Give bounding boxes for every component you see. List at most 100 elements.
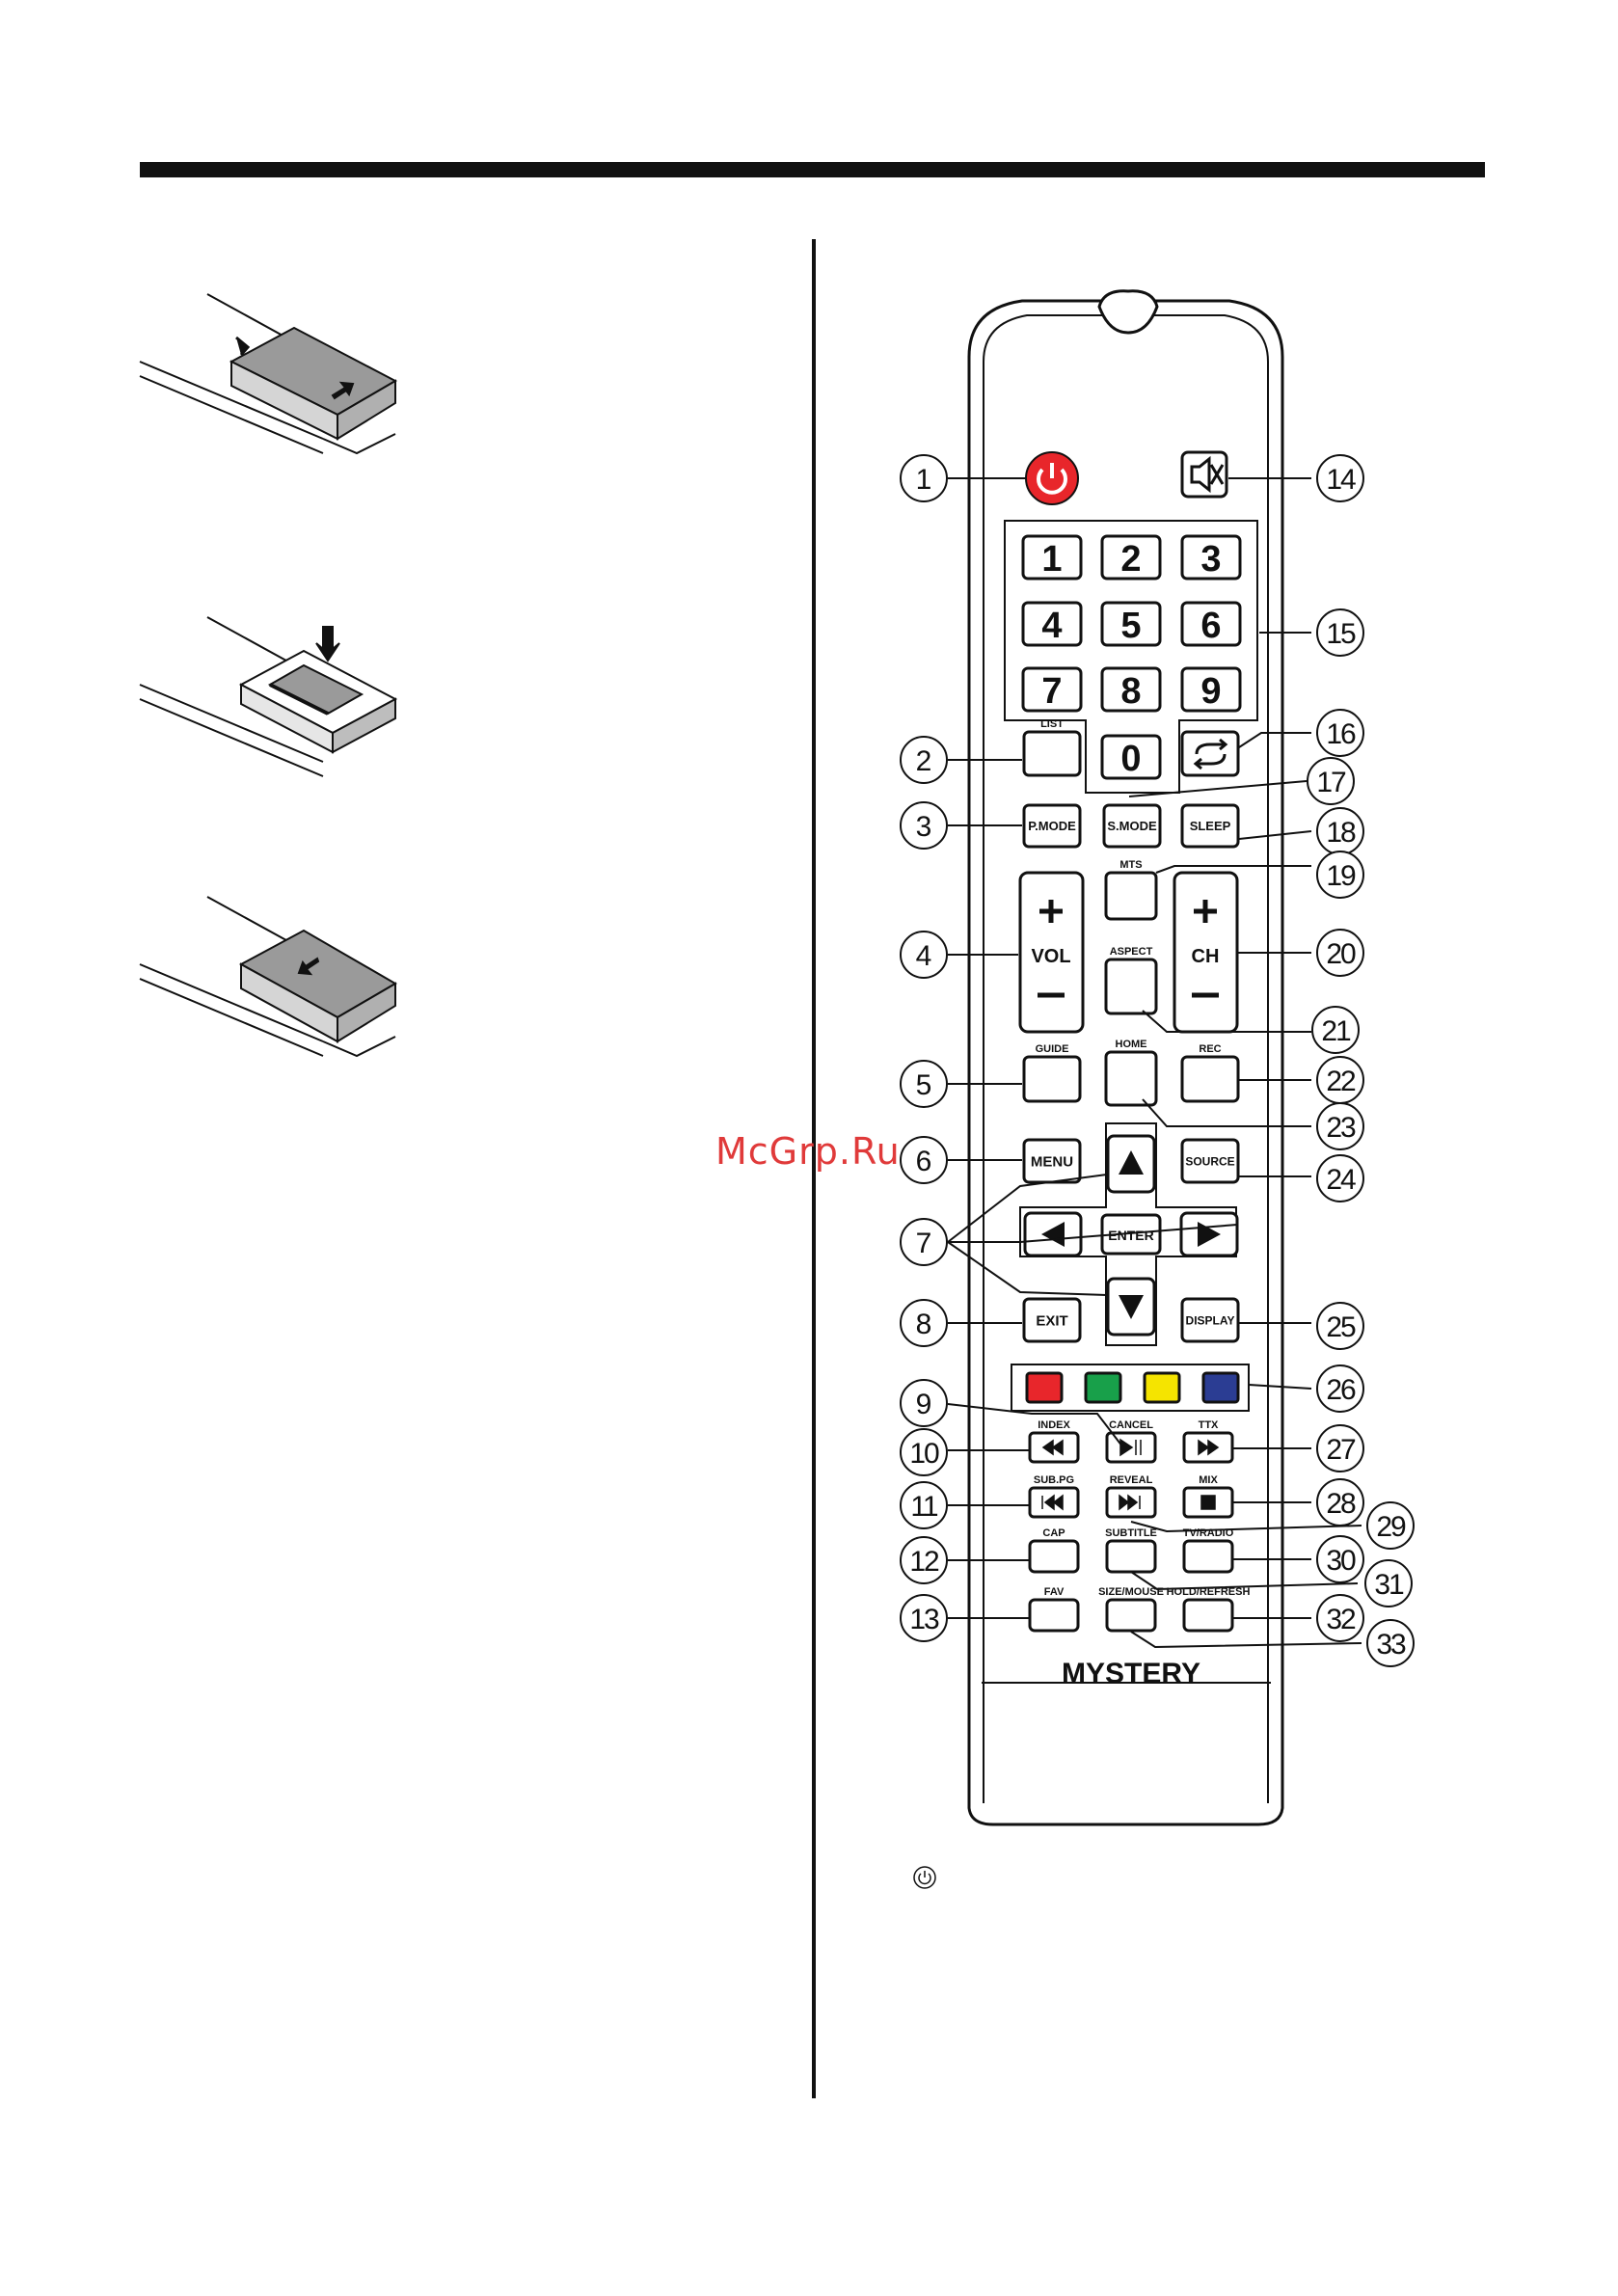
sleep-button[interactable]: SLEEP	[1180, 803, 1240, 849]
callout-16: 16	[1316, 709, 1364, 757]
digit-key-9[interactable]: 9	[1180, 666, 1242, 713]
green-key[interactable]	[1084, 1371, 1122, 1404]
mute-button[interactable]	[1180, 450, 1228, 499]
pmode-button[interactable]: P.MODE	[1022, 803, 1082, 849]
rec-button[interactable]: REC	[1180, 1043, 1240, 1103]
callout-33: 33	[1366, 1619, 1415, 1667]
aspect-button[interactable]: ASPECT	[1104, 946, 1158, 1015]
digit-key-face	[1180, 534, 1242, 581]
callout-circle	[1316, 929, 1364, 977]
fav-button[interactable]: FAV	[1028, 1586, 1080, 1633]
cancel-button[interactable]: CANCEL	[1105, 1419, 1157, 1464]
digit-key-label: 9	[1200, 671, 1221, 712]
callout-circle	[900, 1481, 948, 1529]
ttx-button[interactable]: TTX	[1182, 1419, 1234, 1464]
tvradio-button[interactable]: TV/RADIO	[1182, 1527, 1234, 1574]
callout-leader-9	[947, 1403, 1123, 1447]
tvradio-button-face	[1182, 1539, 1234, 1574]
callout-9: 9	[900, 1379, 948, 1427]
reveal-button[interactable]: REVEAL	[1105, 1474, 1157, 1519]
display-button[interactable]: DISPLAY	[1180, 1297, 1240, 1343]
digit-key-0[interactable]: 0	[1100, 734, 1162, 780]
digit-key-2[interactable]: 2	[1100, 534, 1162, 581]
subtitle-button[interactable]: SUBTITLE	[1105, 1527, 1157, 1574]
mts-button[interactable]: MTS	[1104, 859, 1158, 921]
list-button[interactable]: LIST	[1022, 718, 1082, 777]
home-button[interactable]: HOME	[1104, 1039, 1158, 1107]
recall-button[interactable]	[1180, 730, 1240, 777]
callout-20: 20	[1316, 929, 1364, 977]
callout-circle	[1316, 1478, 1364, 1526]
red-key[interactable]	[1025, 1371, 1064, 1404]
callout-number: 25	[1326, 1311, 1356, 1343]
holdrefresh-button[interactable]: HOLD/REFRESH	[1167, 1586, 1251, 1633]
callout-number: 19	[1326, 860, 1356, 892]
battery-step-1	[139, 293, 398, 455]
callout-number: 5	[916, 1069, 932, 1101]
mix-button[interactable]: MIX	[1182, 1474, 1234, 1519]
callout-19: 19	[1316, 851, 1364, 899]
callout-number: 27	[1326, 1434, 1356, 1466]
cap-button[interactable]: CAP	[1028, 1527, 1080, 1574]
ch-rocker[interactable]: CH	[1173, 871, 1239, 1034]
smode-button[interactable]: S.MODE	[1102, 803, 1162, 849]
digit-key-label: 3	[1200, 539, 1221, 580]
callout-31: 31	[1364, 1559, 1413, 1607]
callout-number: 13	[909, 1604, 939, 1635]
source-button-face	[1180, 1138, 1240, 1184]
callout-1: 1	[900, 454, 948, 502]
digit-key-face	[1100, 601, 1162, 647]
cap-button-face	[1028, 1539, 1080, 1574]
left-button[interactable]	[1023, 1211, 1083, 1257]
callout-circle	[900, 1060, 948, 1108]
callout-circle	[900, 736, 948, 784]
source-button-label: SOURCE	[1185, 1154, 1234, 1168]
callout-number: 28	[1326, 1488, 1356, 1520]
blue-key[interactable]	[1201, 1371, 1240, 1404]
navigation-pad-frame	[1019, 1122, 1237, 1346]
source-button[interactable]: SOURCE	[1180, 1138, 1240, 1184]
vol-rocker[interactable]: VOL	[1018, 871, 1085, 1034]
callout-number: 15	[1326, 618, 1356, 650]
guide-button[interactable]: GUIDE	[1022, 1043, 1082, 1103]
callout-number: 30	[1326, 1545, 1356, 1577]
subpg-button[interactable]: SUB.PG	[1028, 1474, 1080, 1519]
right-button[interactable]	[1179, 1211, 1239, 1257]
callout-number: 20	[1326, 938, 1356, 970]
vol-rocker-plus-icon	[1039, 900, 1063, 923]
enter-button-face	[1100, 1213, 1162, 1256]
callout-number: 24	[1326, 1164, 1356, 1196]
exit-button-label: EXIT	[1036, 1312, 1067, 1329]
subtitle-button-caption: SUBTITLE	[1105, 1527, 1157, 1539]
digit-key-8[interactable]: 8	[1100, 666, 1162, 713]
callout-circle	[1366, 1501, 1415, 1550]
yellow-key[interactable]	[1143, 1371, 1181, 1404]
callouts: 1234567891011121314151617181920212223242…	[900, 454, 1415, 1667]
callout-8: 8	[900, 1299, 948, 1347]
digit-key-3[interactable]: 3	[1180, 534, 1242, 581]
up-button[interactable]	[1106, 1134, 1156, 1194]
recall-button-face	[1180, 730, 1240, 777]
enter-button[interactable]: ENTER	[1100, 1213, 1162, 1256]
exit-button[interactable]: EXIT	[1022, 1297, 1082, 1343]
digit-key-7[interactable]: 7	[1021, 666, 1083, 713]
down-button[interactable]	[1106, 1277, 1156, 1337]
digit-key-1[interactable]: 1	[1021, 534, 1083, 581]
callout-leader-17	[1128, 780, 1308, 797]
callout-5: 5	[900, 1060, 948, 1108]
callout-number: 11	[910, 1491, 937, 1523]
menu-button[interactable]: MENU	[1022, 1138, 1082, 1184]
mix-icon	[1200, 1495, 1216, 1510]
sizemouse-button[interactable]: SIZE/MOUSE	[1098, 1586, 1164, 1633]
callout-21: 21	[1311, 1006, 1360, 1054]
callout-17: 17	[1307, 757, 1355, 805]
digit-key-5[interactable]: 5	[1100, 601, 1162, 647]
digit-key-4[interactable]: 4	[1021, 601, 1083, 647]
digit-key-6[interactable]: 6	[1180, 601, 1242, 647]
callout-leaders	[947, 477, 1362, 1649]
aspect-button-caption: ASPECT	[1110, 946, 1153, 958]
callout-circle	[1311, 1006, 1360, 1054]
index-button[interactable]: INDEX	[1028, 1419, 1080, 1464]
left-arrow-icon	[1041, 1222, 1065, 1247]
ttx-icon	[1198, 1439, 1220, 1456]
